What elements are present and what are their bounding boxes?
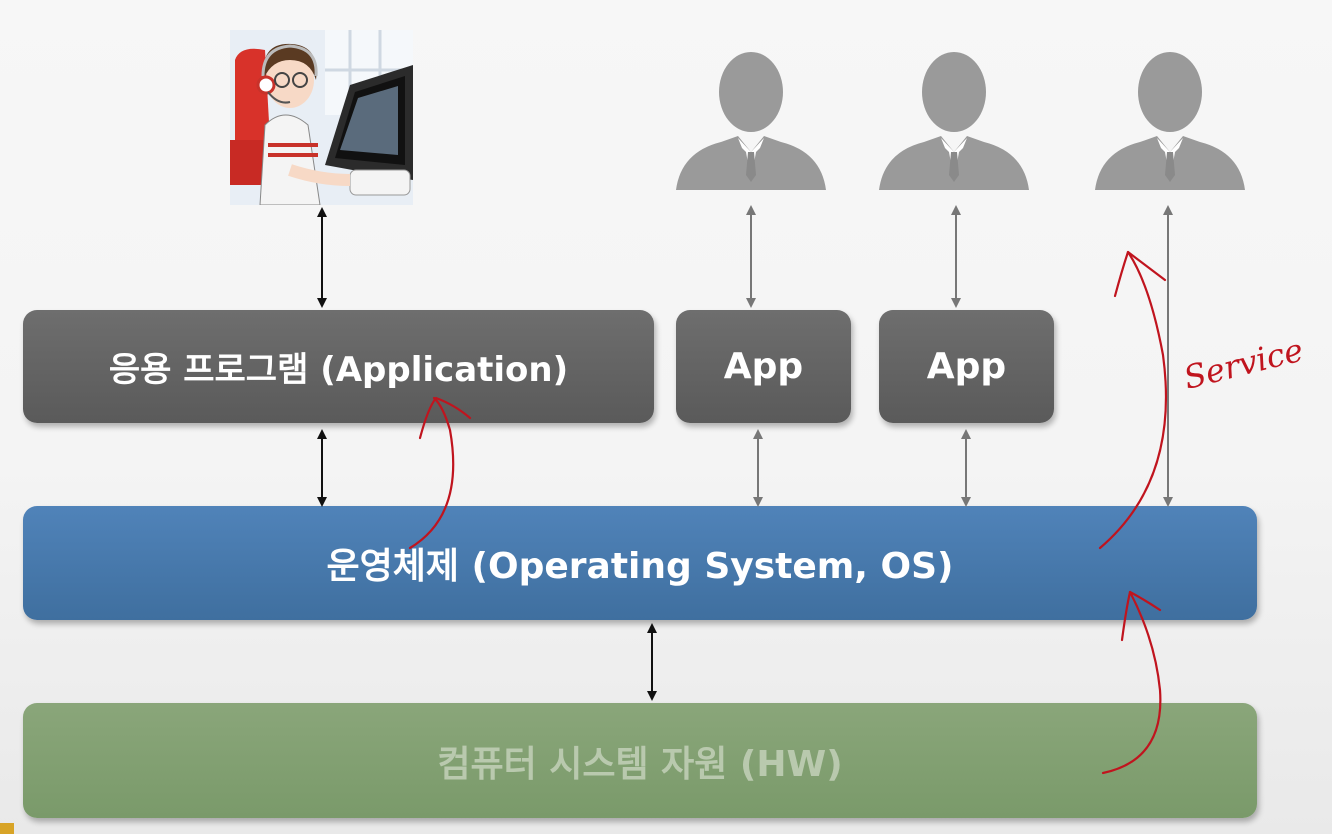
app-box-2: App: [879, 310, 1054, 423]
os-box: 운영체제 (Operating System, OS): [23, 506, 1257, 620]
user-silhouette-icon: [879, 52, 1029, 190]
hardware-label: 컴퓨터 시스템 자원 (HW): [437, 743, 843, 785]
application-box: 응용 프로그램 (Application): [23, 310, 654, 423]
user-silhouette-icon: [676, 52, 826, 190]
app-label-1: App: [723, 346, 804, 387]
red-arrow-hw-to-os: [1101, 590, 1162, 775]
operator-illustration-icon: [230, 30, 413, 206]
red-arrowhead-application: [418, 396, 472, 440]
corner-mark: [0, 823, 14, 834]
user-silhouette-icon: [1095, 52, 1245, 190]
red-arrow-os-to-user: [1098, 250, 1168, 550]
app-label-2: App: [926, 346, 1007, 387]
red-arrowhead-os: [1120, 590, 1162, 642]
os-label: 운영체제 (Operating System, OS): [326, 546, 954, 587]
red-arrowhead-user: [1113, 250, 1167, 298]
red-arrow-os-to-application: [408, 396, 455, 550]
operator-illustration-svg: [230, 30, 413, 206]
hardware-box: 컴퓨터 시스템 자원 (HW): [23, 703, 1257, 818]
handwritten-arrows: [408, 250, 1168, 775]
app-box-1: App: [676, 310, 851, 423]
application-label: 응용 프로그램 (Application): [108, 350, 569, 390]
